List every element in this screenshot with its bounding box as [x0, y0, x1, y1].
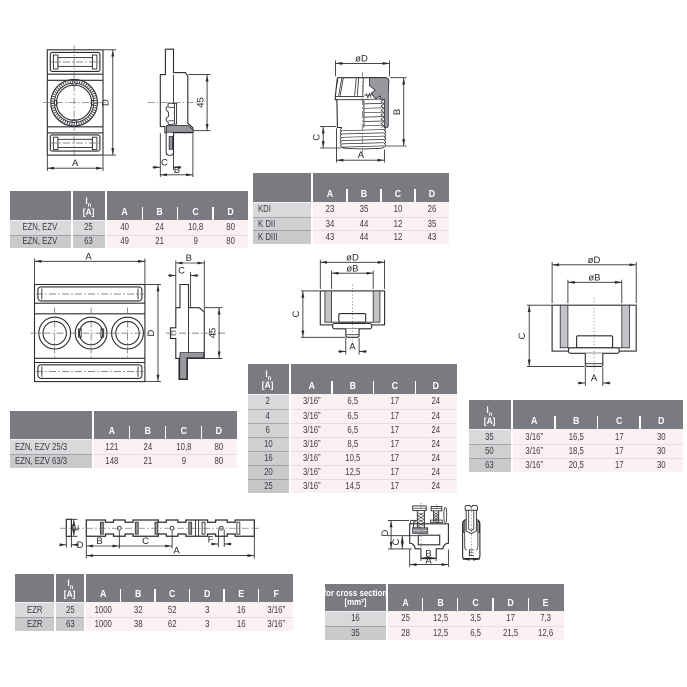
svg-text:C: C: [517, 332, 528, 339]
svg-text:D: D: [380, 529, 391, 536]
svg-text:øB: øB: [346, 263, 358, 274]
svg-text:D: D: [77, 540, 84, 551]
svg-text:C: C: [311, 134, 322, 141]
svg-text:øD: øD: [355, 54, 368, 65]
svg-text:B: B: [186, 253, 192, 264]
svg-text:øB: øB: [588, 272, 600, 283]
svg-text:B: B: [96, 536, 102, 547]
svg-text:E: E: [468, 548, 474, 559]
svg-text:B: B: [174, 165, 180, 176]
svg-text:C: C: [178, 266, 185, 277]
svg-text:A: A: [358, 150, 365, 161]
svg-text:F: F: [208, 535, 214, 546]
svg-text:øD: øD: [588, 255, 601, 266]
svg-text:C: C: [291, 310, 302, 317]
svg-text:A: A: [85, 252, 92, 263]
svg-text:øD: øD: [346, 252, 359, 263]
svg-text:A: A: [349, 342, 356, 353]
svg-text:45: 45: [207, 328, 218, 339]
svg-text:D: D: [146, 329, 157, 336]
svg-text:B: B: [392, 109, 403, 115]
svg-text:D: D: [100, 99, 111, 106]
svg-text:C: C: [161, 158, 168, 169]
svg-text:C: C: [142, 536, 149, 547]
svg-text:A: A: [72, 158, 79, 169]
svg-text:B: B: [425, 549, 431, 560]
svg-text:A: A: [425, 555, 432, 566]
svg-text:E: E: [70, 525, 81, 531]
svg-text:45: 45: [195, 97, 206, 108]
svg-text:C: C: [391, 538, 402, 545]
svg-text:A: A: [173, 546, 180, 557]
svg-text:A: A: [591, 373, 598, 384]
